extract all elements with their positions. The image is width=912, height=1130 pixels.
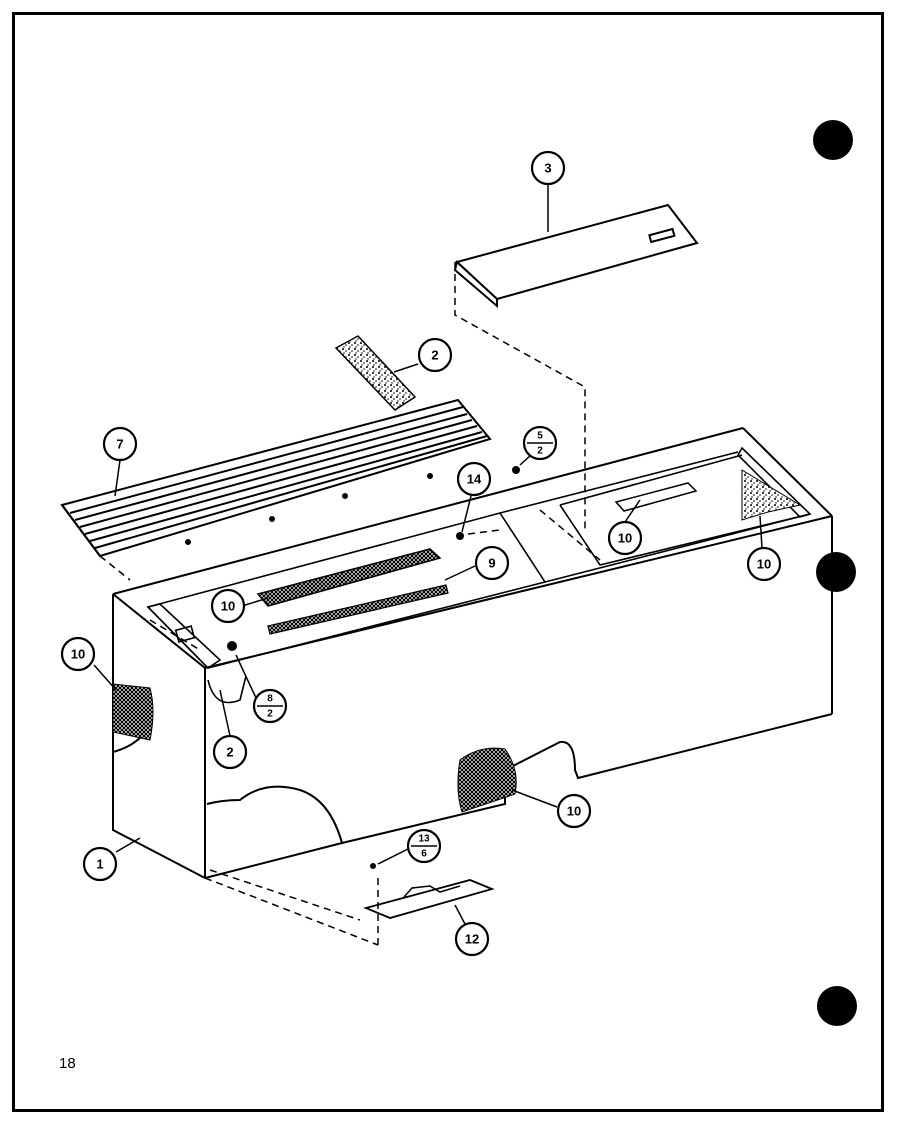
callout-10-right-tray: 10: [607, 520, 643, 556]
punch-hole-middle: [816, 552, 856, 592]
fraction-13-6-bottom: 6: [421, 849, 427, 860]
callout-9-label: 9: [488, 556, 495, 571]
assembly-lines: [99, 262, 601, 946]
punch-hole-top: [813, 120, 853, 160]
callout-2-lower-label: 2: [226, 745, 233, 760]
callout-1-label: 1: [96, 857, 103, 872]
callout-5-over-2: 5 2: [522, 425, 558, 461]
fraction-5-2-top: 5: [537, 431, 543, 442]
foam-strip-part: [334, 335, 417, 411]
callout-13-over-6: 13 6: [406, 828, 442, 864]
fraction-5-2-bottom: 2: [537, 446, 543, 457]
top-cover-part: [453, 203, 699, 309]
callout-2-lower: 2: [212, 734, 248, 770]
fraction-8-2-top: 8: [267, 694, 273, 705]
fraction-13-6-top: 13: [418, 834, 430, 845]
page-number: 18: [59, 1055, 76, 1072]
callout-2-top: 2: [417, 337, 453, 373]
seal-strip-part: [267, 584, 449, 635]
callout-10-right-tray-label: 10: [618, 531, 632, 546]
filter-right-tray-part: [614, 482, 698, 512]
callout-10-right-insulation: 10: [746, 546, 782, 582]
callout-10-front-filter-label: 10: [221, 599, 235, 614]
leader-lines: [93, 184, 763, 925]
insulation-front-part: [457, 747, 517, 813]
punch-hole-bottom: [817, 986, 857, 1026]
callout-10-right-insulation-label: 10: [757, 557, 771, 572]
screw-14: [456, 532, 464, 540]
grille-part: [60, 398, 492, 558]
callout-12-label: 12: [465, 932, 479, 947]
page-border: [12, 12, 884, 1112]
callout-1: 1: [82, 846, 118, 882]
callout-7: 7: [102, 426, 138, 462]
part-2-lower-clip: [207, 675, 247, 704]
bracket-tab: [403, 885, 461, 898]
callout-10-front-insulation-label: 10: [567, 804, 581, 819]
screw-8-2: [227, 641, 237, 651]
screw-13-6: [370, 863, 376, 869]
callout-10-left-insulation-label: 10: [71, 647, 85, 662]
callout-10-front-filter: 10: [210, 588, 246, 624]
callout-7-label: 7: [116, 437, 123, 452]
callout-10-front-insulation: 10: [556, 793, 592, 829]
fraction-8-2-bottom: 2: [267, 709, 273, 720]
callout-14-label: 14: [467, 472, 482, 487]
callout-12: 12: [454, 921, 490, 957]
callout-3-label: 3: [544, 161, 551, 176]
callout-3: 3: [530, 150, 566, 186]
callout-2-top-label: 2: [431, 348, 438, 363]
callout-10-left-insulation: 10: [60, 636, 96, 672]
top-tray: [146, 446, 812, 670]
screw-5-2: [512, 466, 520, 474]
callout-8-over-2: 8 2: [252, 688, 288, 724]
callout-9: 9: [474, 545, 510, 581]
insulation-left-part: [112, 683, 154, 741]
insulation-right-part: [741, 469, 802, 521]
callout-14: 14: [456, 461, 492, 497]
filter-front-part: [256, 548, 442, 607]
